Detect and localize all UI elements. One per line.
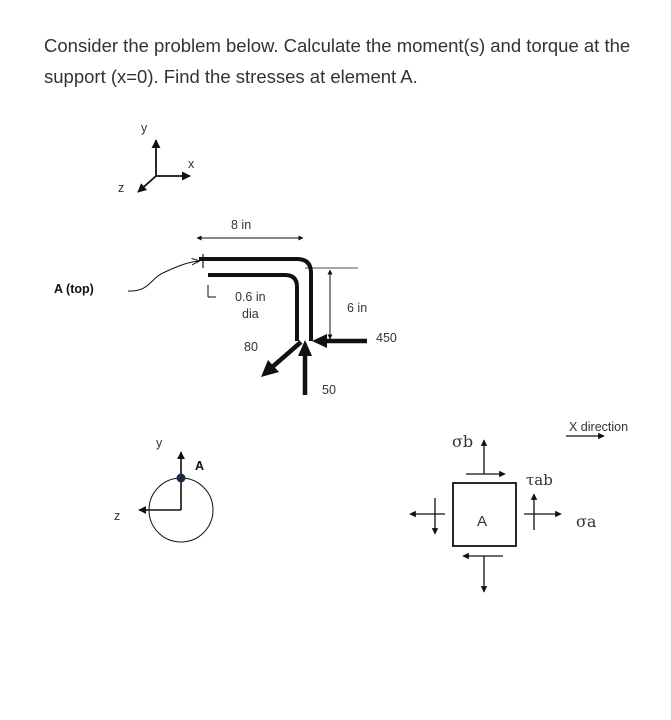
section-z-label: z: [114, 509, 120, 523]
load-50-label: 50: [322, 383, 336, 397]
load-80-label: 80: [244, 340, 258, 354]
bent-beam: 8 in 6 in 0.6 in dia A (top) 450 50 80: [54, 218, 397, 397]
point-a-dot: [176, 473, 186, 483]
load-80-arrow: [268, 340, 303, 371]
x-direction-label: X direction: [569, 420, 628, 434]
problem-statement: Consider the problem below. Calculate th…: [44, 35, 631, 87]
diameter-label-line2: dia: [242, 307, 259, 321]
length-dimension-label: 8 in: [231, 218, 251, 232]
load-50-arrowhead: [298, 340, 312, 356]
point-a-top-label: A (top): [54, 282, 94, 296]
y-axis-label: y: [141, 121, 148, 135]
z-axis-arrow: [137, 175, 157, 193]
load-450-label: 450: [376, 331, 397, 345]
section-point-a-label: A: [195, 459, 204, 473]
load-80-arrowhead: [261, 360, 279, 377]
sigma-b-label: σb: [452, 432, 473, 451]
beam-outer-edge: [199, 257, 313, 341]
cross-section-view: y z A: [114, 436, 214, 543]
sigma-a-label: σa: [576, 512, 597, 531]
stress-element: A σb τab σa X direction: [409, 420, 628, 593]
height-dimension-label: 6 in: [347, 301, 367, 315]
z-axis-label: z: [118, 181, 124, 195]
section-y-label: y: [156, 436, 163, 450]
coordinate-axes-top: y x z: [118, 121, 195, 195]
point-a-leader-curve: [127, 261, 199, 292]
x-axis-label: x: [188, 157, 195, 171]
stress-element-label: A: [477, 513, 487, 530]
diameter-label-line1: 0.6 in: [235, 290, 266, 304]
tau-ab-label: τab: [526, 471, 553, 489]
stress-element-square: [452, 482, 517, 547]
beam-inner-edge: [208, 273, 299, 341]
load-450-arrowhead: [312, 334, 327, 348]
